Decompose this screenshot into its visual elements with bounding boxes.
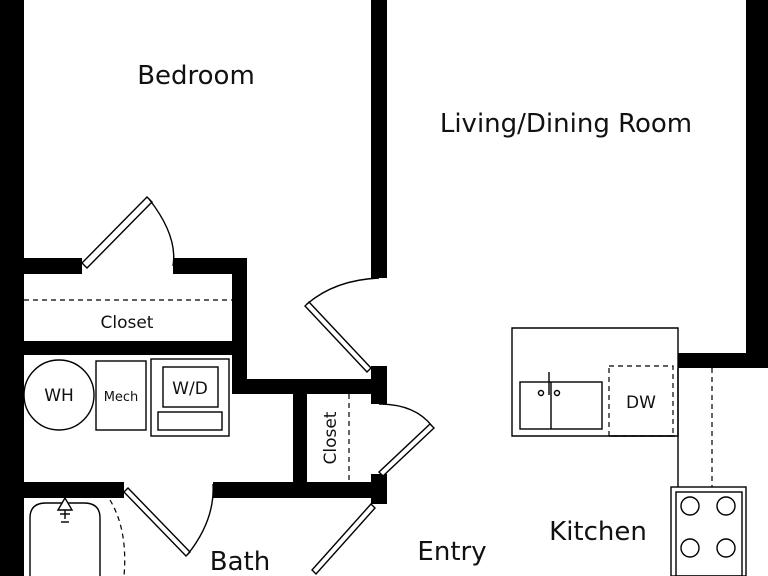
bedroom-door[interactable] — [81, 196, 175, 269]
bedroom-label: Bedroom — [137, 61, 255, 91]
bath-north-wall-right — [213, 482, 387, 498]
kitchen-wall-stub — [678, 353, 768, 368]
bath-north-wall-left — [24, 482, 124, 498]
door-jamb-lower — [371, 474, 387, 504]
faucet-icon — [56, 496, 74, 523]
bedroom-closet-label: Closet — [101, 313, 154, 333]
washer-dryer-base — [157, 411, 223, 431]
bedroom-south-wall-right — [173, 258, 247, 274]
entry-label: Entry — [417, 537, 486, 567]
stove — [670, 486, 747, 576]
closet-shelves — [24, 299, 350, 482]
mech-unit-shape — [95, 360, 147, 431]
kitchen-label: Kitchen — [549, 517, 647, 547]
laundry-area: WH Mech W/D — [23, 358, 230, 437]
water-heater-shape — [23, 359, 95, 431]
closet-east-wall — [232, 258, 247, 394]
mech-unit-label: Mech — [104, 390, 139, 405]
right-exterior-wall — [746, 0, 768, 368]
bedroom-living-partition-wall — [371, 0, 387, 278]
kitchen-fixtures: DW — [511, 327, 747, 576]
tub-curtain-line — [109, 499, 126, 576]
doors — [81, 196, 436, 576]
entry-closet-west-wall — [293, 394, 307, 484]
bedroom-south-wall-left — [24, 258, 82, 274]
room-labels: Bedroom Living/Dining Room Closet Closet… — [101, 61, 693, 576]
living-dining-label: Living/Dining Room — [440, 109, 692, 139]
laundry-north-wall — [24, 341, 232, 355]
hall-north-wall — [232, 379, 371, 394]
bath-fixtures — [29, 496, 126, 576]
door-jamb-upper — [371, 366, 387, 404]
bath-label: Bath — [210, 547, 270, 576]
dishwasher-label: DW — [626, 393, 656, 413]
bath-door[interactable] — [123, 483, 214, 557]
living-room-door[interactable] — [304, 277, 380, 374]
washer-dryer-label: W/D — [172, 379, 208, 399]
water-heater-label: WH — [44, 386, 74, 406]
entry-closet-door[interactable] — [377, 403, 436, 477]
entry-closet-label: Closet — [321, 411, 341, 464]
kitchen-sink — [519, 372, 603, 430]
entry-door[interactable] — [311, 502, 376, 576]
washer-dryer-inner — [162, 366, 219, 408]
left-exterior-wall — [0, 0, 24, 576]
